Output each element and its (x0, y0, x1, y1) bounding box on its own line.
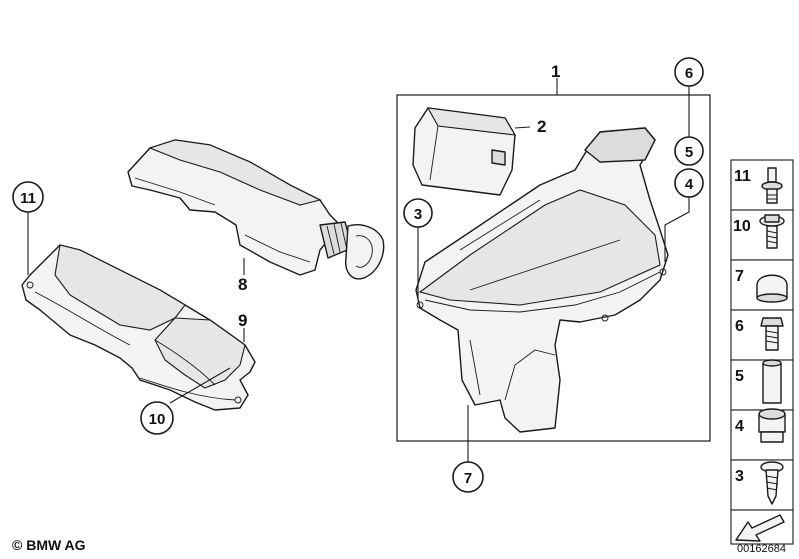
side-part-10[interactable]: 10 (733, 214, 785, 249)
svg-text:10: 10 (149, 411, 166, 428)
svg-text:4: 4 (735, 418, 744, 435)
grommet-icon (758, 408, 786, 443)
svg-text:7: 7 (464, 470, 472, 487)
side-part-7[interactable]: 7 (735, 268, 788, 303)
svg-text:6: 6 (735, 318, 744, 335)
svg-text:6: 6 (685, 65, 693, 82)
callout-6[interactable]: 6 (674, 57, 704, 87)
side-part-11[interactable]: 11 (734, 167, 783, 204)
svg-text:4: 4 (685, 176, 694, 193)
callout-11[interactable]: 11 (12, 181, 44, 213)
svg-text:3: 3 (414, 206, 422, 223)
diagram-id: 00162684 (737, 543, 786, 555)
svg-text:5: 5 (685, 144, 693, 161)
svg-text:11: 11 (20, 190, 36, 207)
side-part-3[interactable]: 3 (735, 461, 784, 505)
air-filter-housing[interactable] (415, 127, 669, 433)
label-part-9: 9 (238, 311, 247, 330)
callout-3[interactable]: 3 (403, 198, 433, 228)
side-part-4[interactable]: 4 (735, 408, 786, 443)
bolt-icon (760, 317, 784, 351)
assembly-frame (396, 94, 711, 442)
callout-5[interactable]: 5 (674, 136, 704, 166)
tapping-screw-icon (760, 461, 784, 505)
svg-text:3: 3 (735, 468, 744, 485)
svg-text:10: 10 (733, 218, 751, 235)
side-parts-panel: 11 10 7 (730, 159, 794, 545)
side-part-6[interactable]: 6 (735, 317, 784, 351)
screw-washer-icon (759, 214, 785, 249)
sleeve-icon (762, 359, 782, 404)
filter-element[interactable] (412, 107, 517, 196)
svg-text:5: 5 (735, 368, 744, 385)
label-part-2: 2 (537, 117, 546, 136)
air-duct-lower[interactable] (21, 244, 256, 411)
callout-7[interactable]: 7 (452, 461, 484, 493)
label-part-8: 8 (238, 275, 247, 294)
callout-10[interactable]: 10 (140, 401, 174, 435)
svg-text:7: 7 (735, 268, 744, 285)
copyright-label: © BMW AG (12, 537, 86, 553)
air-intake-upper[interactable] (127, 139, 385, 280)
label-part-1: 1 (551, 62, 560, 81)
callout-4[interactable]: 4 (674, 168, 704, 198)
side-part-5[interactable]: 5 (735, 359, 782, 404)
direction-arrow-icon[interactable] (735, 514, 785, 542)
rubber-cap-icon (756, 274, 788, 303)
svg-text:11: 11 (734, 168, 751, 185)
push-rivet-icon (761, 167, 783, 204)
leader-lines (27, 78, 690, 462)
